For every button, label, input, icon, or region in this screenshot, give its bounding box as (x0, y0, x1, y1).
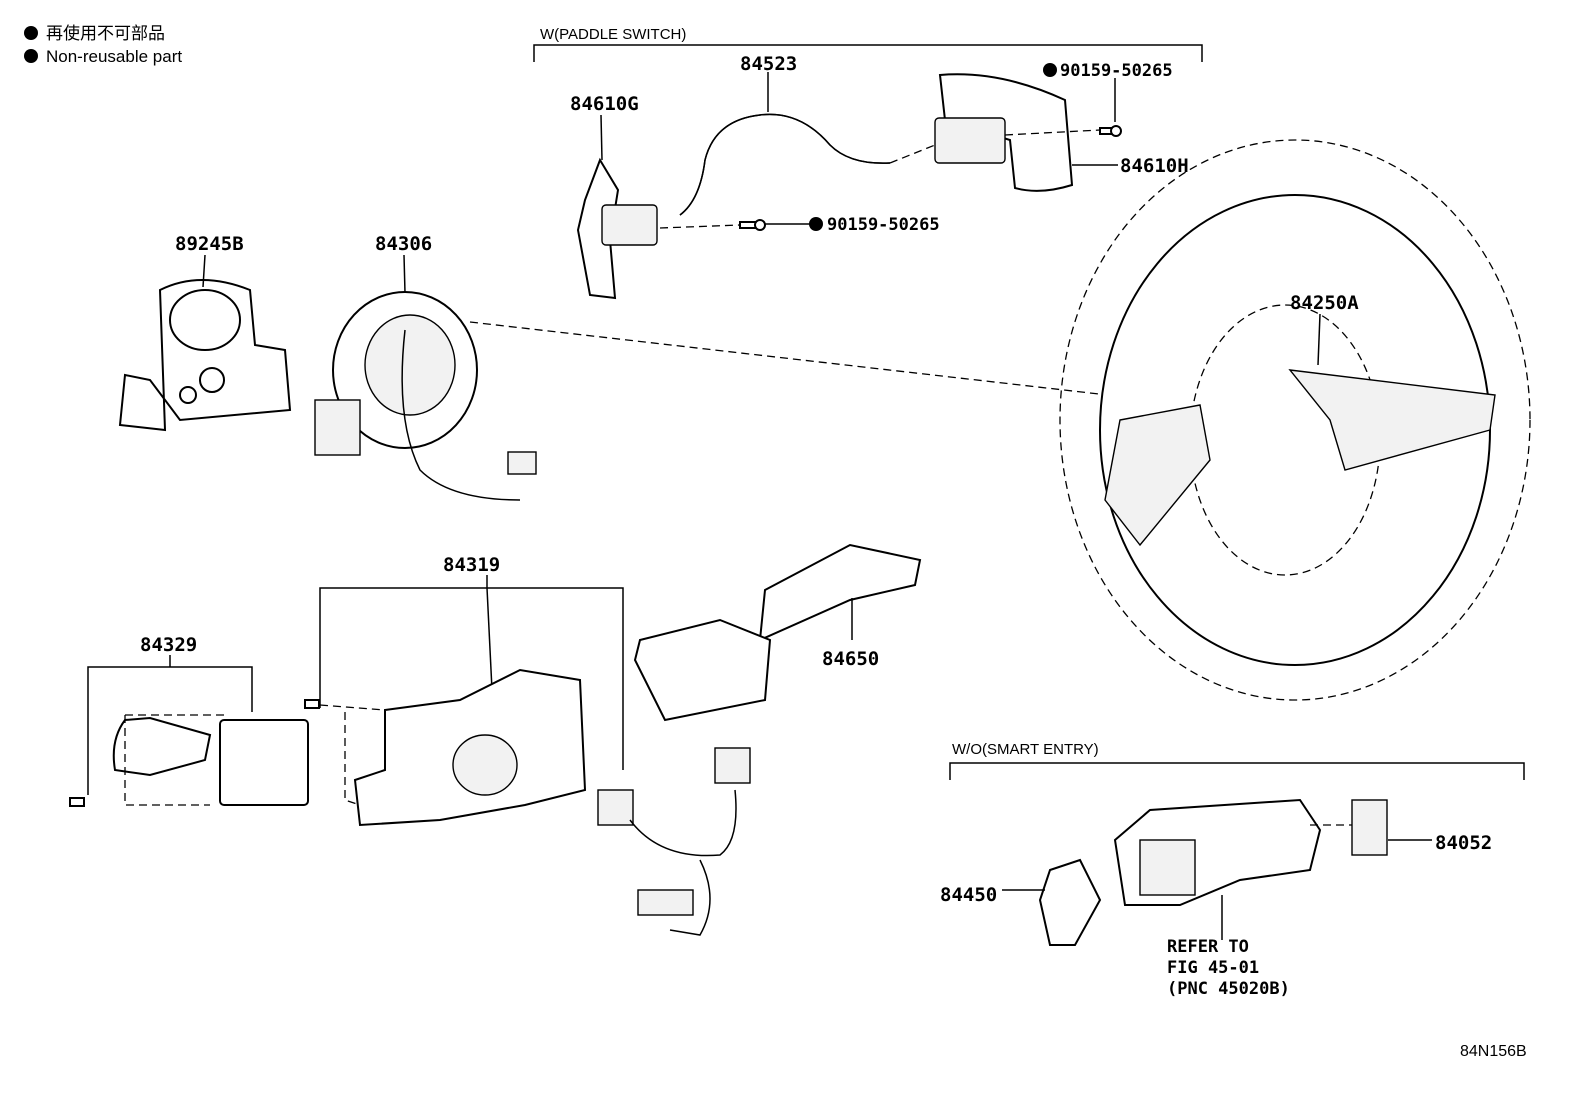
ignition-switch (1113, 798, 1355, 940)
paddle-switch-right (934, 73, 1118, 192)
spiral-cable-84306 (314, 254, 1196, 501)
legend: 再使用不可部品 Non-reusable part (24, 23, 182, 66)
part-label-84250A[interactable]: 84250A (1290, 292, 1359, 314)
part-label-84610G[interactable]: 84610G (570, 93, 639, 115)
refer-note: REFER TO FIG 45-01 (PNC 45020B) (1167, 937, 1290, 999)
paddle-switch-section: W(PADDLE SWITCH) (533, 26, 1203, 62)
part-label-84052[interactable]: 84052 (1435, 832, 1492, 854)
refer-line-1: REFER TO (1167, 937, 1249, 957)
transponder-84450 (1002, 858, 1102, 946)
part-label-screw-top[interactable]: 90159-50265 (1060, 61, 1173, 81)
unlock-warning-switch-84052 (1351, 799, 1432, 856)
legend-en: Non-reusable part (46, 47, 182, 66)
screw-icon (739, 63, 1122, 231)
paddle-wire-harness (659, 72, 1101, 229)
refer-line-3: (PNC 45020B) (1167, 979, 1290, 999)
part-label-84523[interactable]: 84523 (740, 53, 797, 75)
part-label-84610H[interactable]: 84610H (1120, 155, 1189, 177)
steering-sensor-89245B (118, 254, 292, 432)
figure-id: 84N156B (1460, 1043, 1527, 1060)
smart-entry-section: W/O(SMART ENTRY) (949, 741, 1525, 780)
steering-wheel-84250A (1059, 139, 1531, 701)
part-label-84319[interactable]: 84319 (443, 554, 500, 576)
refer-line-2[interactable]: FIG 45-01 (1167, 958, 1259, 978)
legend-jp: 再使用不可部品 (46, 23, 165, 43)
section-label: W(PADDLE SWITCH) (540, 26, 686, 43)
part-label-84329[interactable]: 84329 (140, 634, 197, 656)
section-label: W/O(SMART ENTRY) (952, 741, 1099, 758)
non-reusable-dot-icon (24, 49, 38, 63)
part-label-84306[interactable]: 84306 (375, 233, 432, 255)
part-label-84450[interactable]: 84450 (940, 884, 997, 906)
non-reusable-dot-icon (24, 26, 38, 40)
paddle-switch-left (576, 114, 658, 300)
light-switch-84329 (69, 655, 309, 807)
part-label-84650[interactable]: 84650 (822, 648, 879, 670)
part-label-89245B[interactable]: 89245B (175, 233, 244, 255)
part-label-screw-mid[interactable]: 90159-50265 (827, 215, 940, 235)
wiper-switch-84650 (633, 543, 922, 722)
combination-switch-84319 (304, 575, 751, 936)
